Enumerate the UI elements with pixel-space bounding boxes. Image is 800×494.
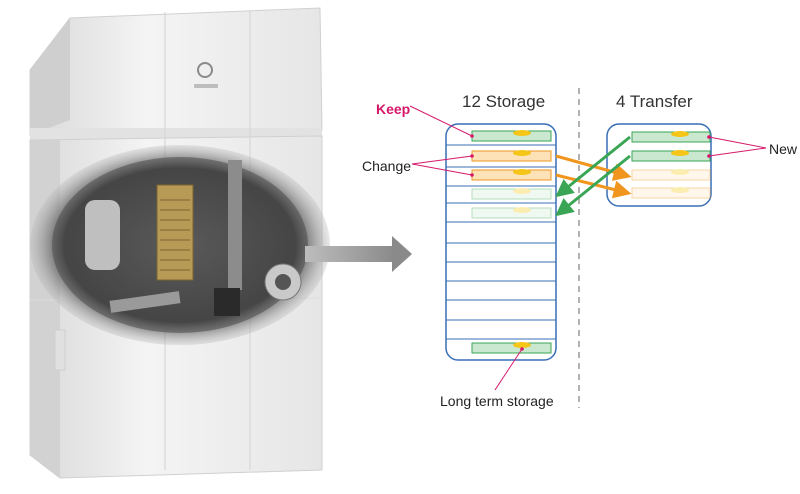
green-arrow-1	[555, 135, 631, 198]
exchange-arrows	[555, 135, 632, 217]
keep-label: Keep	[376, 101, 411, 117]
transfer-cartridge-new-1	[631, 131, 711, 143]
transfer-cartridge-outgoing-1	[631, 169, 711, 181]
storage-cartridge-long-term	[471, 342, 552, 354]
storage-slot-dividers	[446, 144, 556, 340]
storage-box	[445, 123, 557, 361]
change-label: Change	[362, 158, 412, 174]
orange-arrow-2	[555, 173, 632, 199]
storage-cartridge-change-1	[471, 150, 552, 162]
storage-cartridge-incoming-2	[471, 207, 552, 219]
storage-cartridge-keep	[471, 130, 552, 142]
long-term-storage-label: Long term storage	[440, 393, 554, 409]
transfer-title: 4 Transfer	[616, 92, 693, 111]
transfer-box	[606, 123, 712, 207]
storage-cartridge-incoming-1	[471, 188, 552, 200]
direction-arrow	[305, 236, 412, 272]
machine-brand-mark	[194, 84, 218, 88]
storage-cartridge-change-2	[471, 169, 552, 181]
transfer-cartridge-new-2	[631, 150, 711, 162]
storage-title: 12 Storage	[462, 92, 546, 111]
transfer-cartridge-outgoing-2	[631, 187, 711, 199]
leader-lines	[409, 105, 767, 391]
machine-logo	[197, 62, 213, 78]
cassette	[156, 184, 194, 281]
green-arrow-2	[555, 154, 631, 217]
new-label: New	[769, 141, 798, 157]
microscope-machine-illustration	[29, 7, 330, 479]
